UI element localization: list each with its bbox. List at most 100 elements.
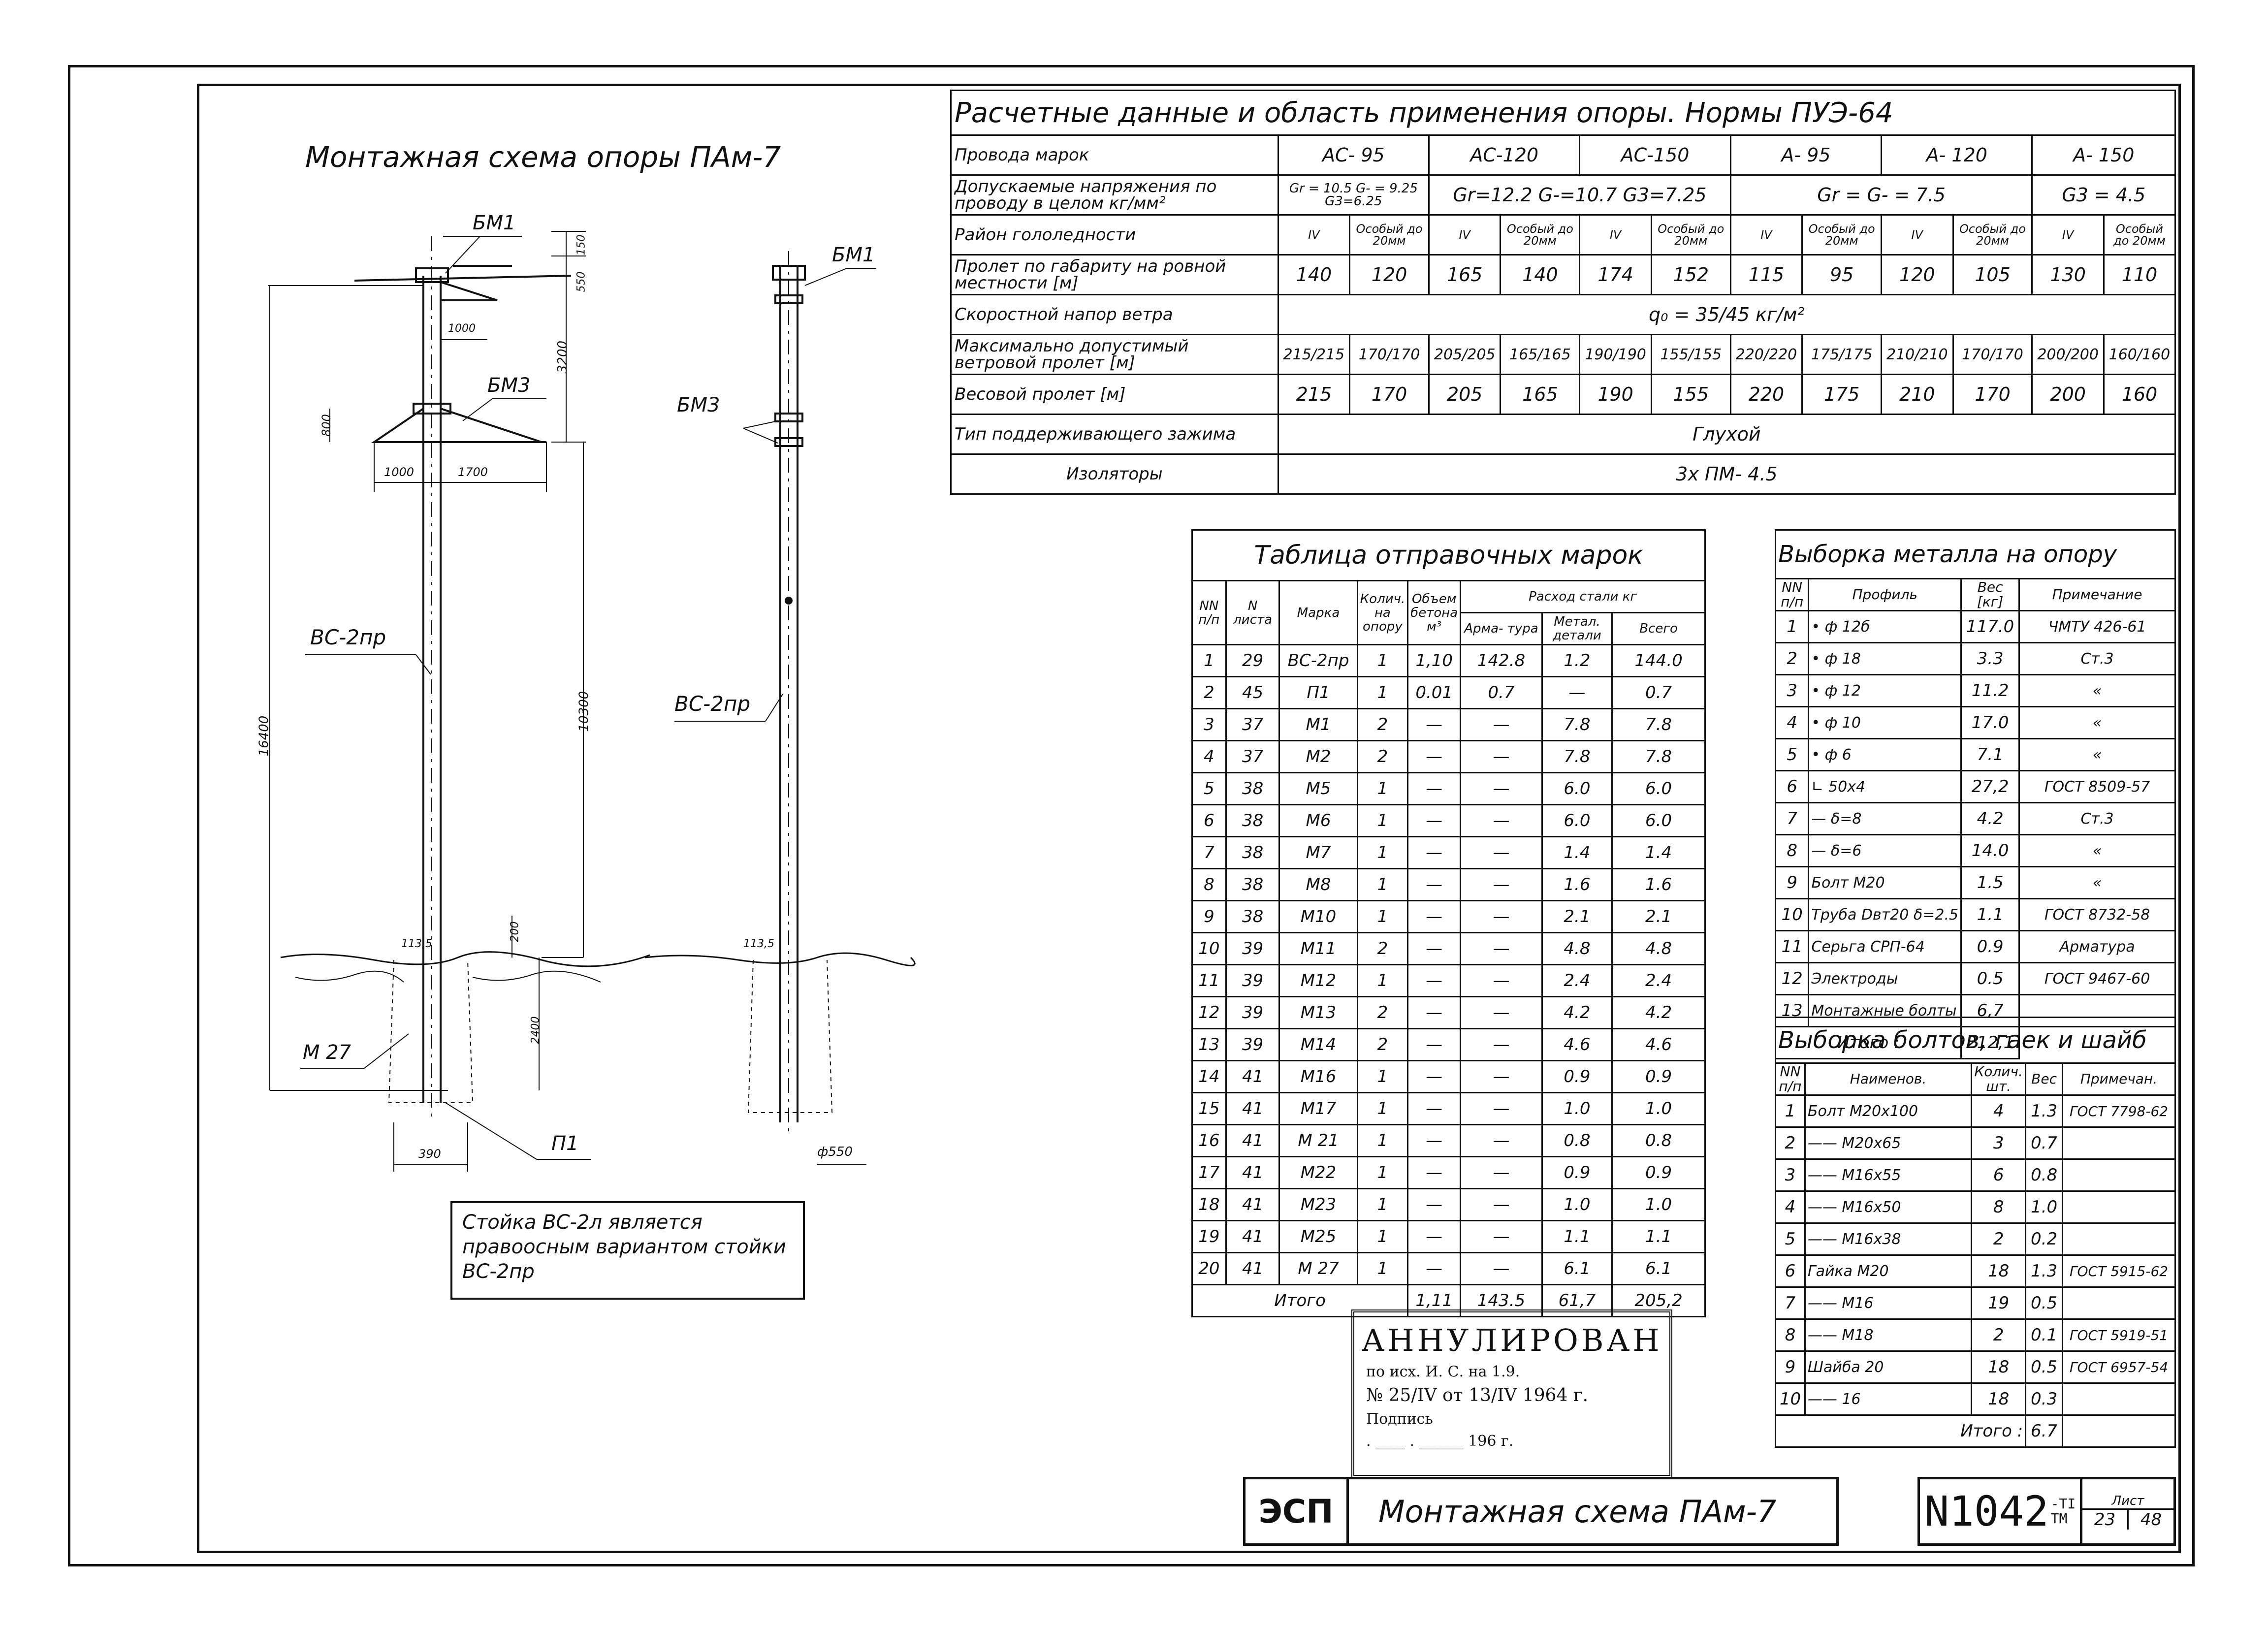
- bolts-cell: [2061, 1190, 2176, 1224]
- dim-1000a: 1000: [448, 322, 476, 335]
- calc-span-cell: 110: [2103, 254, 2176, 295]
- ship-cell: 1: [1356, 964, 1409, 997]
- ship-cell: 1.6: [1611, 868, 1706, 901]
- calc-weight-cell: 190: [1579, 374, 1652, 415]
- bolts-cell: 4: [1775, 1190, 1806, 1224]
- bolts-cell: 6: [1775, 1254, 1806, 1288]
- ship-cell: М 21: [1278, 1124, 1358, 1157]
- ship-cell: 7.8: [1611, 708, 1706, 741]
- ship-cell: 1: [1356, 804, 1409, 837]
- bolts-cell: 3: [1971, 1126, 2027, 1160]
- ship-cell: 1.0: [1541, 1092, 1613, 1125]
- bolts-cell: 0.5: [2025, 1350, 2063, 1384]
- calc-maxwind-cell: 210/210: [1881, 334, 1954, 375]
- tb-code-sub: TM: [2050, 1510, 2068, 1527]
- bolts-cell: ГОСТ 5915-62: [2061, 1254, 2176, 1288]
- ship-cell: —: [1407, 932, 1462, 965]
- calc-maxwind-cell: 160/160: [2103, 334, 2176, 375]
- tb-sheet: 23: [2082, 1509, 2129, 1530]
- calc-stress: Gr=12.2 G-=10.7 G3=7.25: [1428, 174, 1731, 216]
- calc-wire: А- 120: [1881, 134, 2033, 176]
- bolts-cell: —— М16х38: [1804, 1222, 1973, 1256]
- metal-cell: 11.2: [1960, 674, 2020, 707]
- metal-cell: — δ=6: [1808, 834, 1962, 867]
- stamp-line: по исх. И. С. на 1.9.: [1366, 1363, 1520, 1380]
- calc-stress: Gr = 10.5 G- = 9.25 G3=6.25: [1277, 174, 1430, 216]
- ship-cell: —: [1407, 1092, 1462, 1125]
- ship-cell: 1: [1356, 1060, 1409, 1093]
- ship-cell: —: [1407, 1124, 1462, 1157]
- calc-ice-cell: IV: [1729, 214, 1803, 255]
- calc-span-cell: 152: [1650, 254, 1731, 295]
- ship-cell: М14: [1278, 1028, 1358, 1061]
- ship-cell: 8: [1191, 868, 1227, 901]
- ship-cell: —: [1460, 1220, 1543, 1253]
- ship-cell: 4.8: [1611, 932, 1706, 965]
- ship-cell: 12: [1191, 996, 1227, 1029]
- ship-cell: —: [1407, 708, 1462, 741]
- ship-cell: М2: [1278, 740, 1358, 773]
- calc-title: Расчетные данные и область применения оп…: [950, 90, 2176, 136]
- ship-cell: 1: [1356, 900, 1409, 933]
- ship-cell: М10: [1278, 900, 1358, 933]
- ship-cell: —: [1407, 836, 1462, 869]
- ship-cell: 1: [1356, 1124, 1409, 1157]
- tb-code-sup: -TI: [2050, 1496, 2076, 1512]
- bolts-cell: 7: [1775, 1286, 1806, 1320]
- ship-cell: 2: [1356, 740, 1409, 773]
- ship-cell: —: [1460, 932, 1543, 965]
- calc-weight-cell: 155: [1650, 374, 1731, 415]
- ship-cell: 41: [1225, 1156, 1280, 1189]
- metal-cell: Серьга СРП-64: [1808, 930, 1962, 963]
- bolts-total: 6.7: [2025, 1414, 2063, 1448]
- calc-wind: q₀ = 35/45 кг/м²: [1277, 294, 2176, 335]
- ship-cell: —: [1407, 996, 1462, 1029]
- calc-maxwind-cell: 170/170: [1952, 334, 2033, 375]
- ship-cell: 6: [1191, 804, 1227, 837]
- ship-cell: 13: [1191, 1028, 1227, 1061]
- calc-weight-cell: 170: [1952, 374, 2033, 415]
- bolts-cell: [2061, 1126, 2176, 1160]
- tb-code-cell: N1042 -TI TM: [1917, 1477, 2082, 1546]
- note-text: Стойка ВС-2л является правоосным вариант…: [462, 1211, 786, 1283]
- bolts-header: Колич. шт.: [1971, 1062, 2027, 1096]
- metal-cell: 3: [1774, 674, 1810, 707]
- ship-cell: —: [1460, 1092, 1543, 1125]
- calc-maxwind-cell: 175/175: [1801, 334, 1883, 375]
- bolts-cell: 1.3: [2025, 1094, 2063, 1128]
- calc-weight-label: Весовой пролет [м]: [950, 374, 1279, 415]
- ship-cell: 17: [1191, 1156, 1227, 1189]
- calc-maxwind-label: Максимально допустимый ветровой пролет […: [950, 334, 1279, 375]
- metal-cell: 5: [1774, 738, 1810, 771]
- calc-span-cell: 105: [1952, 254, 2033, 295]
- ship-cell: 1: [1356, 1220, 1409, 1253]
- ship-cell: 1.2: [1541, 644, 1613, 677]
- bolts-cell: —— М16х50: [1804, 1190, 1973, 1224]
- outer-frame: [68, 65, 2195, 1566]
- ship-cell: —: [1460, 804, 1543, 837]
- metal-cell: 2: [1774, 642, 1810, 675]
- calc-wind-label: Скоростной напор ветра: [950, 294, 1279, 335]
- ship-cell: —: [1460, 1028, 1543, 1061]
- bolts-title: Выборка болтов, гаек и шайб: [1775, 1017, 2176, 1064]
- ship-header: Объем бетона м³: [1407, 580, 1462, 645]
- ship-cell: —: [1460, 1156, 1543, 1189]
- bolts-cell: 0.8: [2025, 1158, 2063, 1192]
- ship-cell: М22: [1278, 1156, 1358, 1189]
- bolts-cell: —— М20х65: [1804, 1126, 1973, 1160]
- label-bc-right: ВС-2пр: [674, 692, 751, 716]
- calc-span-cell: 95: [1801, 254, 1883, 295]
- ship-cell: —: [1460, 996, 1543, 1029]
- bolts-cell: 8: [1971, 1190, 2027, 1224]
- metal-title: Выборка металла на опору: [1775, 529, 2176, 579]
- ship-cell: —: [1407, 1060, 1462, 1093]
- ship-cell: 1: [1356, 836, 1409, 869]
- ship-cell: —: [1407, 804, 1462, 837]
